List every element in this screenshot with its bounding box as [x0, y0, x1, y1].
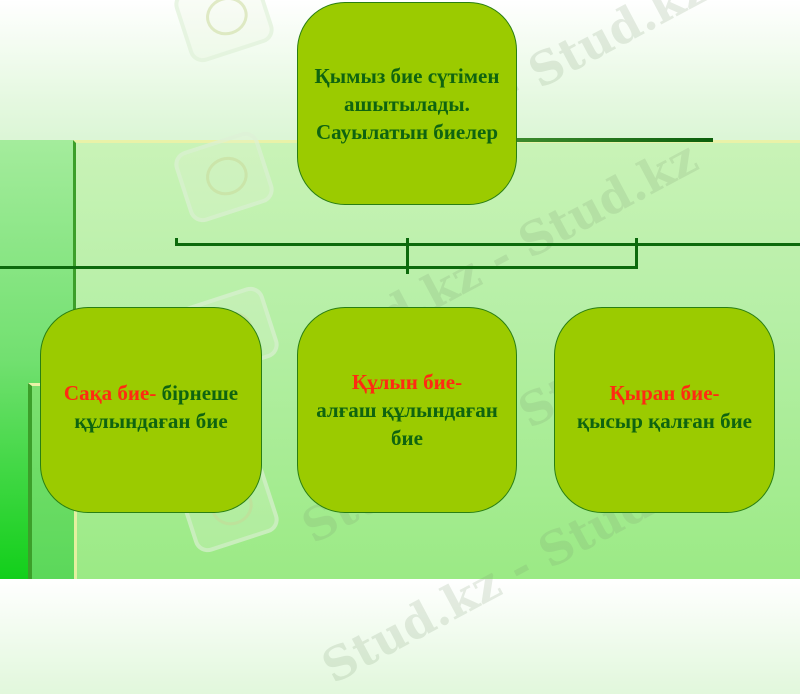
node-definition: қысыр қалған бие: [576, 409, 752, 433]
node-definition: бірнеше: [156, 381, 239, 405]
root-node-line: Сауылатын биелер: [316, 119, 498, 144]
connector-tick: [635, 238, 638, 268]
child-node-kyran-bie: Қыран бие- қысыр қалған бие: [554, 307, 775, 513]
node-definition: алғаш құлындаған: [316, 398, 498, 422]
node-term: Құлын бие-: [351, 370, 463, 394]
root-node-line: ашытылады.: [344, 91, 470, 116]
connector-line: [517, 138, 713, 142]
node-term: Қыран бие-: [609, 381, 720, 405]
connector-line: [175, 243, 800, 246]
connector-line: [0, 266, 638, 269]
child-node-kulyn-bie: Құлын бие- алғаш құлындаған бие: [297, 307, 517, 513]
node-term: Сақа бие-: [63, 381, 157, 405]
root-node: Қымыз бие сүтімен ашытылады. Сауылатын б…: [297, 2, 517, 205]
connector-tick: [406, 238, 409, 274]
watermark-logo-icon: [170, 0, 278, 66]
node-definition: бие: [391, 426, 423, 450]
root-node-line: Қымыз бие сүтімен: [314, 63, 500, 88]
node-definition: құлындаған бие: [74, 409, 228, 433]
child-node-saka-bie: Сақа бие- бірнеше құлындаған бие: [40, 307, 262, 513]
connector-tick: [175, 238, 178, 246]
